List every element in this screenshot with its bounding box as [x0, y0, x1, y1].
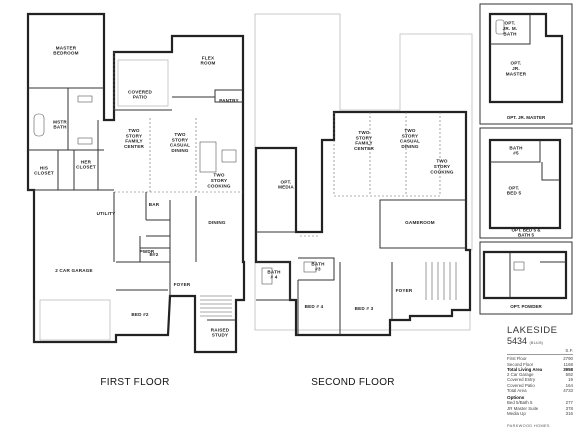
- area-row-2-value: 3958: [563, 366, 573, 372]
- jr-master-room-label: OPT.JR.MASTER: [506, 61, 527, 77]
- option-row-2-label: Media Up: [507, 410, 526, 416]
- options-title: Options: [507, 394, 525, 400]
- bed5-bath-label: BATH#5: [509, 145, 523, 155]
- option-row-1-value: 378: [565, 405, 573, 411]
- room-label-first-bed2: BED #2: [131, 312, 149, 317]
- area-row-5-label: Covered Patio: [507, 382, 535, 388]
- spec-unit: S.F.: [565, 348, 573, 353]
- area-row-6-label: Total Area: [507, 388, 527, 394]
- area-row-5: Covered Patio 164: [507, 383, 573, 388]
- area-row-2: Total Living Area 3958: [507, 367, 573, 372]
- option-row-2-value: 316: [565, 410, 573, 416]
- area-row-0: First Floor 2790: [507, 356, 573, 361]
- area-row-3: 2 Car Garage 592: [507, 372, 573, 377]
- room-label-first-pwdr: PWDR: [140, 249, 155, 254]
- room-label-second-bed3: BED # 3: [355, 306, 374, 311]
- area-row-4-label: Covered Entry: [507, 377, 536, 383]
- second-floor-plan: [254, 13, 473, 337]
- area-row-2-label: Total Living Area: [507, 366, 543, 372]
- room-label-first-dining: DINING: [208, 220, 226, 225]
- area-row-3-label: 2 Car Garage: [507, 372, 534, 378]
- plan-number-value: 5434: [507, 336, 528, 346]
- area-row-5-value: 164: [565, 382, 573, 388]
- option-row-1-label: JR Master Suite: [507, 405, 539, 411]
- bed5-caption: OPT. BED 5 &BATH 5: [511, 228, 541, 238]
- option-row-0-label: Bed 5/Bath 5: [507, 400, 533, 406]
- first-floor-plan: [26, 12, 246, 354]
- area-row-6-value: 4733: [563, 388, 573, 394]
- option-row-0-value: 277: [565, 400, 573, 406]
- room-label-second-foyer: FOYER: [396, 288, 413, 293]
- option-panels: [479, 3, 573, 315]
- powder-caption: OPT. POWDER: [510, 304, 542, 309]
- room-label-first-garage: 2 CAR GARAGE: [55, 268, 93, 273]
- plan-code: (B14J5): [529, 341, 543, 345]
- option-row-1: JR Master Suite 378: [507, 406, 573, 411]
- room-label-first-pantry: PANTRY: [219, 98, 239, 103]
- option-row-2: Media Up 316: [507, 411, 573, 416]
- area-row-6: Total Area 4733: [507, 388, 573, 393]
- option-labels: OPT.JR. M.BATH OPT.JR.MASTER OPT. JR. MAST…: [503, 21, 546, 309]
- builder-brand: PARKWOOD HOMES: [507, 424, 550, 428]
- room-label-second-bed4: BED # 4: [305, 304, 324, 309]
- bed5-room-label: OPT.BED 5: [507, 185, 522, 195]
- room-label-first-bath2: B#2: [149, 252, 158, 257]
- plan-name: LAKESIDE: [507, 325, 558, 336]
- area-row-1-value: 1168: [563, 361, 573, 367]
- room-label-first-foyer: FOYER: [174, 282, 191, 287]
- jr-master-bath-label: OPT.JR. M.BATH: [503, 21, 518, 37]
- area-row-1-label: Second Floor: [507, 361, 534, 367]
- area-row-3-value: 592: [565, 372, 573, 378]
- plan-spec-table: LAKESIDE 5434 (B14J5) S.F. First Floor 27…: [507, 326, 573, 416]
- option-row-0: Bed 5/Bath 5 277: [507, 400, 573, 405]
- room-label-first-utility: UTILITY: [97, 211, 116, 216]
- room-label-second-gameroom: GAMEROOM: [405, 220, 435, 225]
- first-floor-title: FIRST FLOOR: [100, 377, 169, 388]
- area-row-0-label: First Floor: [507, 356, 527, 362]
- area-row-4: Covered Entry 19: [507, 377, 573, 382]
- room-label-second-bath3: BATH#3: [311, 261, 325, 271]
- room-label-first-bar: BAR: [149, 202, 160, 207]
- jr-master-caption: OPT. JR. MASTER: [507, 115, 546, 120]
- area-row-1: Second Floor 1168: [507, 362, 573, 367]
- area-row-0-value: 2790: [563, 356, 573, 362]
- spec-unit-row: S.F.: [507, 348, 573, 353]
- second-floor-title: SECOND FLOOR: [311, 377, 395, 388]
- room-label-second-bath4: BATH# 4: [267, 269, 281, 279]
- room-label-second-opt-media: OPT.MEDIA: [278, 179, 294, 189]
- plan-number: 5434 (B14J5): [507, 336, 573, 348]
- area-row-4-value: 19: [568, 377, 573, 383]
